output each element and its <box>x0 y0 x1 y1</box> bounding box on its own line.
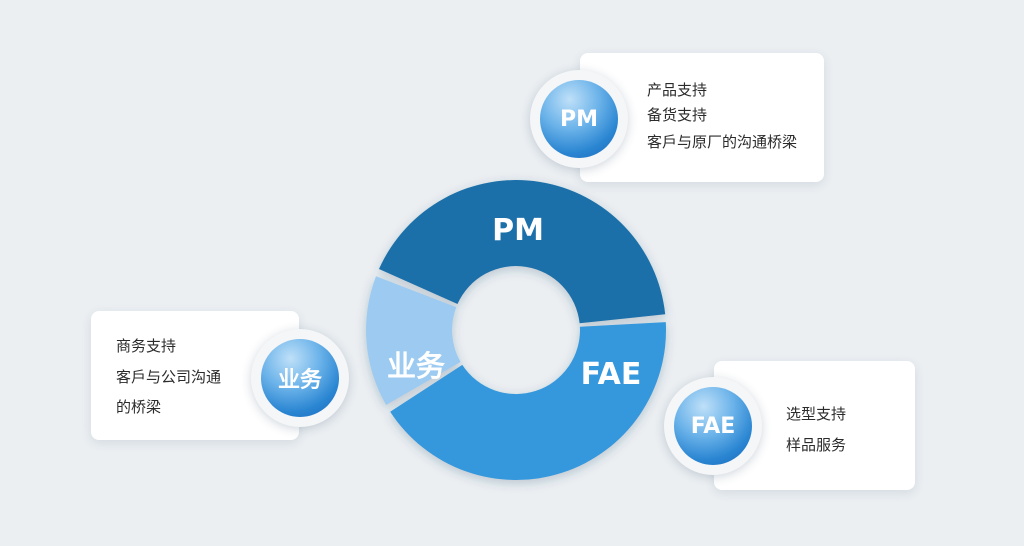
biz-line-1: 商务支持 <box>116 337 177 355</box>
biz-badge-label: 业务 <box>261 339 339 417</box>
ring-segment-pm <box>379 180 666 324</box>
biz-badge: 业务 <box>251 329 349 427</box>
ring-label-biz: 业务 <box>387 349 445 383</box>
fae-badge: FAE <box>664 377 762 475</box>
pm-badge-label: PM <box>540 80 618 158</box>
ring-segment-fae <box>390 322 667 481</box>
ring-segment-biz <box>366 276 461 405</box>
pm-line-1: 产品支持 <box>647 81 708 99</box>
pm-line-3: 客戶与原厂的沟通桥梁 <box>647 133 798 151</box>
fae-line-1: 选型支持 <box>786 405 847 423</box>
ring-label-fae: FAE <box>581 357 642 392</box>
pm-badge: PM <box>530 70 628 168</box>
fae-line-2: 样品服务 <box>786 436 847 454</box>
biz-line-3: 的桥梁 <box>116 398 162 416</box>
pm-info-card: 产品支持 备货支持 客戶与原厂的沟通桥梁 <box>580 53 824 182</box>
fae-info-card: 选型支持 样品服务 <box>714 361 915 490</box>
ring-label-pm: PM <box>492 213 544 248</box>
biz-line-2: 客戶与公司沟通 <box>116 368 222 386</box>
fae-badge-label: FAE <box>674 387 752 465</box>
pm-line-2: 备货支持 <box>647 106 708 124</box>
